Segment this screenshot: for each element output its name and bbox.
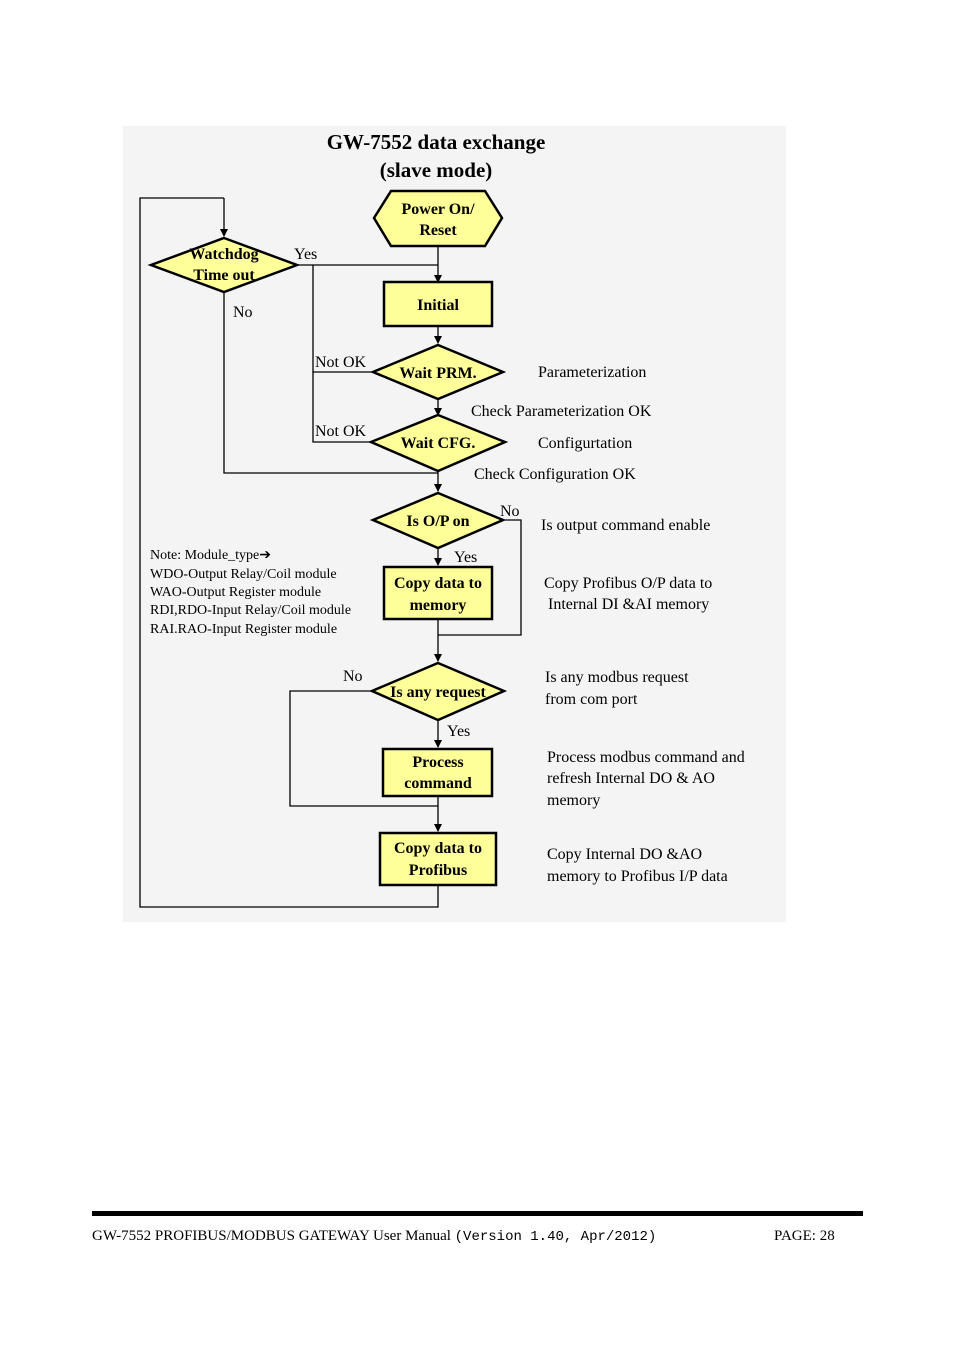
annotation-output-enable: Is output command enable xyxy=(541,517,710,534)
annotation-check-param: Check Parameterization OK xyxy=(471,403,652,420)
annotation-process-3: memory xyxy=(547,792,600,809)
any-request-diamond xyxy=(368,661,508,722)
wait-cfg-diamond xyxy=(367,413,509,473)
annotation-copy-do-1: Copy Internal DO &AO xyxy=(547,846,702,863)
footer-rule xyxy=(92,1211,863,1216)
annotation-configuration: Configurtation xyxy=(538,435,632,452)
watchdog-diamond xyxy=(147,236,301,294)
wait-prm-diamond xyxy=(369,343,507,401)
annotation-copy-pb-op-1: Copy Profibus O/P data to xyxy=(544,575,712,592)
main-loop xyxy=(139,197,439,908)
copy-memory-box xyxy=(382,565,494,621)
figure-title-line2: (slave mode) xyxy=(380,158,493,182)
wait-prm-label: Wait PRM. xyxy=(399,365,476,382)
cfg-notok-loop xyxy=(312,372,373,443)
request-yes-label: Yes xyxy=(447,723,470,740)
copy-profibus-label-2: Profibus xyxy=(409,862,467,879)
initial-box xyxy=(382,280,494,328)
annotation-modbus-req-2: from com port xyxy=(545,691,638,708)
op-no-loop xyxy=(438,519,522,636)
cfg-notok-label: Not OK xyxy=(315,423,367,440)
is-op-on-label: Is O/P on xyxy=(406,513,469,530)
watchdog-label-1: Watchdog xyxy=(189,246,258,263)
watchdog-no-line xyxy=(223,292,438,474)
note-line-1: Note: Module_type➔ xyxy=(150,548,271,563)
note-line-5: RAI.RAO-Input Register module xyxy=(150,622,337,637)
any-request-label: Is any request xyxy=(390,684,486,701)
note-line-3: WAO-Output Register module xyxy=(150,585,321,600)
is-op-on-diamond xyxy=(369,491,507,550)
copy-profibus-box xyxy=(378,831,498,887)
prm-notok-label: Not OK xyxy=(315,354,367,371)
footer-manual-title: GW-7552 PROFIBUS/MODBUS GATEWAY User Man… xyxy=(92,1228,455,1244)
footer-version: (Version 1.40, Apr/2012) xyxy=(454,1229,657,1245)
process-label-1: Process xyxy=(412,754,463,771)
figure-title-line1: GW-7552 data exchange xyxy=(327,130,546,154)
nodes xyxy=(147,189,509,887)
footer-title: GW-7552 PROFIBUS/MODBUS GATEWAY User Man… xyxy=(92,1228,656,1245)
watchdog-yes-label: Yes xyxy=(294,246,317,263)
annotation-process-2: refresh Internal DO & AO xyxy=(547,770,715,787)
connectors xyxy=(139,197,522,908)
op-yes-label: Yes xyxy=(454,549,477,566)
annotation-check-config: Check Configuration OK xyxy=(474,466,636,483)
note-line-2: WDO-Output Relay/Coil module xyxy=(150,567,337,582)
annotation-process-1: Process modbus command and xyxy=(547,749,745,766)
request-no-loop xyxy=(289,690,438,807)
annotation-modbus-req-1: Is any modbus request xyxy=(545,669,689,686)
annotation-parameterization: Parameterization xyxy=(538,364,646,381)
annotation-copy-do-2: memory to Profibus I/P data xyxy=(547,868,728,885)
wait-cfg-label: Wait CFG. xyxy=(401,435,476,452)
op-no-label: No xyxy=(500,503,520,520)
copy-memory-label-2: memory xyxy=(410,597,467,614)
request-no-label: No xyxy=(343,668,363,685)
copy-memory-label-1: Copy data to xyxy=(394,575,482,592)
watchdog-label-2: Time out xyxy=(193,267,255,284)
note-line-4: RDI,RDO-Input Relay/Coil module xyxy=(150,603,351,618)
process-label-2: command xyxy=(404,775,472,792)
footer-page-number: PAGE: 28 xyxy=(774,1228,835,1244)
power-on-hexagon xyxy=(372,189,504,248)
process-box xyxy=(381,747,494,798)
power-on-label-1: Power On/ xyxy=(401,201,475,218)
copy-profibus-label-1: Copy data to xyxy=(394,840,482,857)
initial-label: Initial xyxy=(417,297,459,314)
watchdog-no-label: No xyxy=(233,304,253,321)
power-on-label-2: Reset xyxy=(419,222,457,239)
annotation-copy-pb-op-2: Internal DI &AI memory xyxy=(548,596,709,613)
